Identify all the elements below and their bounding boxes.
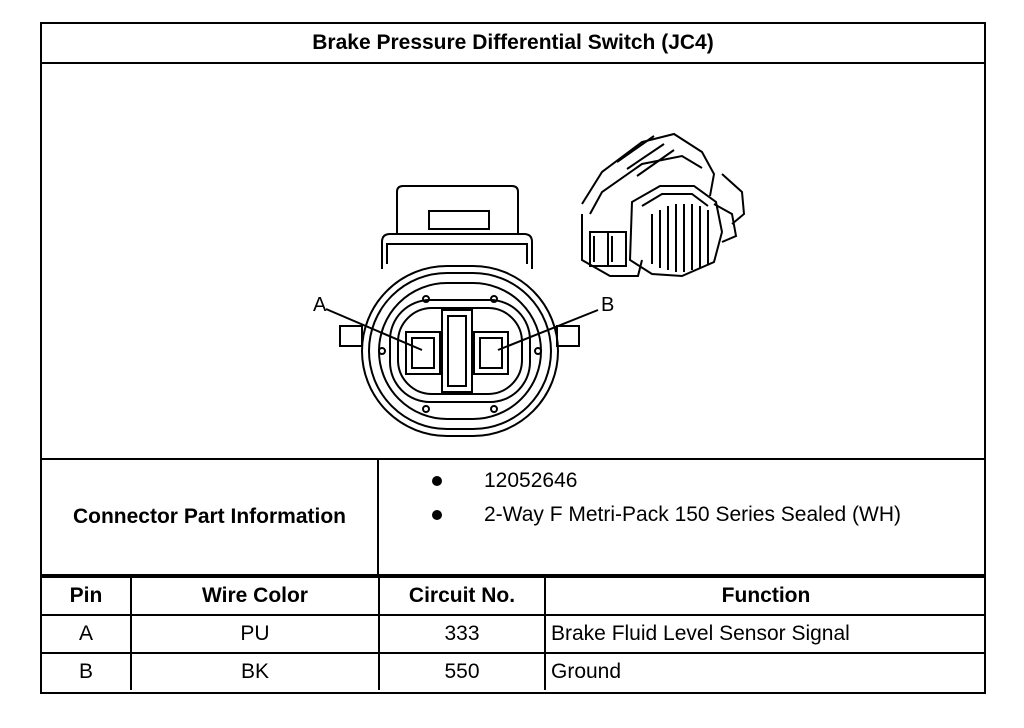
- table-header-row: Pin Wire Color Circuit No. Function: [42, 576, 986, 616]
- header-pin: Pin: [42, 576, 132, 616]
- callout-b: B: [601, 294, 614, 316]
- connector-illustration: A B: [42, 64, 984, 460]
- header-circuit-no: Circuit No.: [378, 576, 546, 616]
- pin-table: Pin Wire Color Circuit No. Function A PU…: [42, 576, 986, 690]
- table-row: A PU 333 Brake Fluid Level Sensor Signal: [42, 614, 986, 654]
- connector-description: 2-Way F Metri-Pack 150 Series Sealed (WH…: [484, 503, 901, 526]
- wire-color-cell: BK: [130, 652, 380, 690]
- bullet-icon: [432, 510, 442, 520]
- connector-isometric-view: [581, 132, 746, 278]
- function-cell: Ground: [544, 652, 986, 690]
- connector-part-info-label: Connector Part Information: [42, 460, 379, 576]
- connector-face-view: [325, 185, 599, 437]
- connector-drawing: A B: [313, 132, 746, 437]
- circuit-cell: 333: [378, 614, 546, 654]
- table-row: B BK 550 Ground: [42, 652, 986, 690]
- function-cell: Brake Fluid Level Sensor Signal: [544, 614, 986, 654]
- wire-color-cell: PU: [130, 614, 380, 654]
- pin-cell: A: [42, 614, 132, 654]
- part-number: 12052646: [484, 469, 578, 492]
- part-info-item: 12052646: [379, 466, 986, 496]
- circuit-cell: 550: [378, 652, 546, 690]
- callout-a: A: [313, 294, 327, 316]
- header-function: Function: [544, 576, 986, 616]
- connector-sheet: Brake Pressure Differential Switch (JC4): [40, 22, 986, 694]
- header-wire-color: Wire Color: [130, 576, 380, 616]
- pin-cell: B: [42, 652, 132, 690]
- sheet-title: Brake Pressure Differential Switch (JC4): [42, 24, 984, 64]
- part-info-item: 2-Way F Metri-Pack 150 Series Sealed (WH…: [379, 500, 986, 530]
- bullet-icon: [432, 476, 442, 486]
- connector-part-info-list: 12052646 2-Way F Metri-Pack 150 Series S…: [379, 460, 986, 576]
